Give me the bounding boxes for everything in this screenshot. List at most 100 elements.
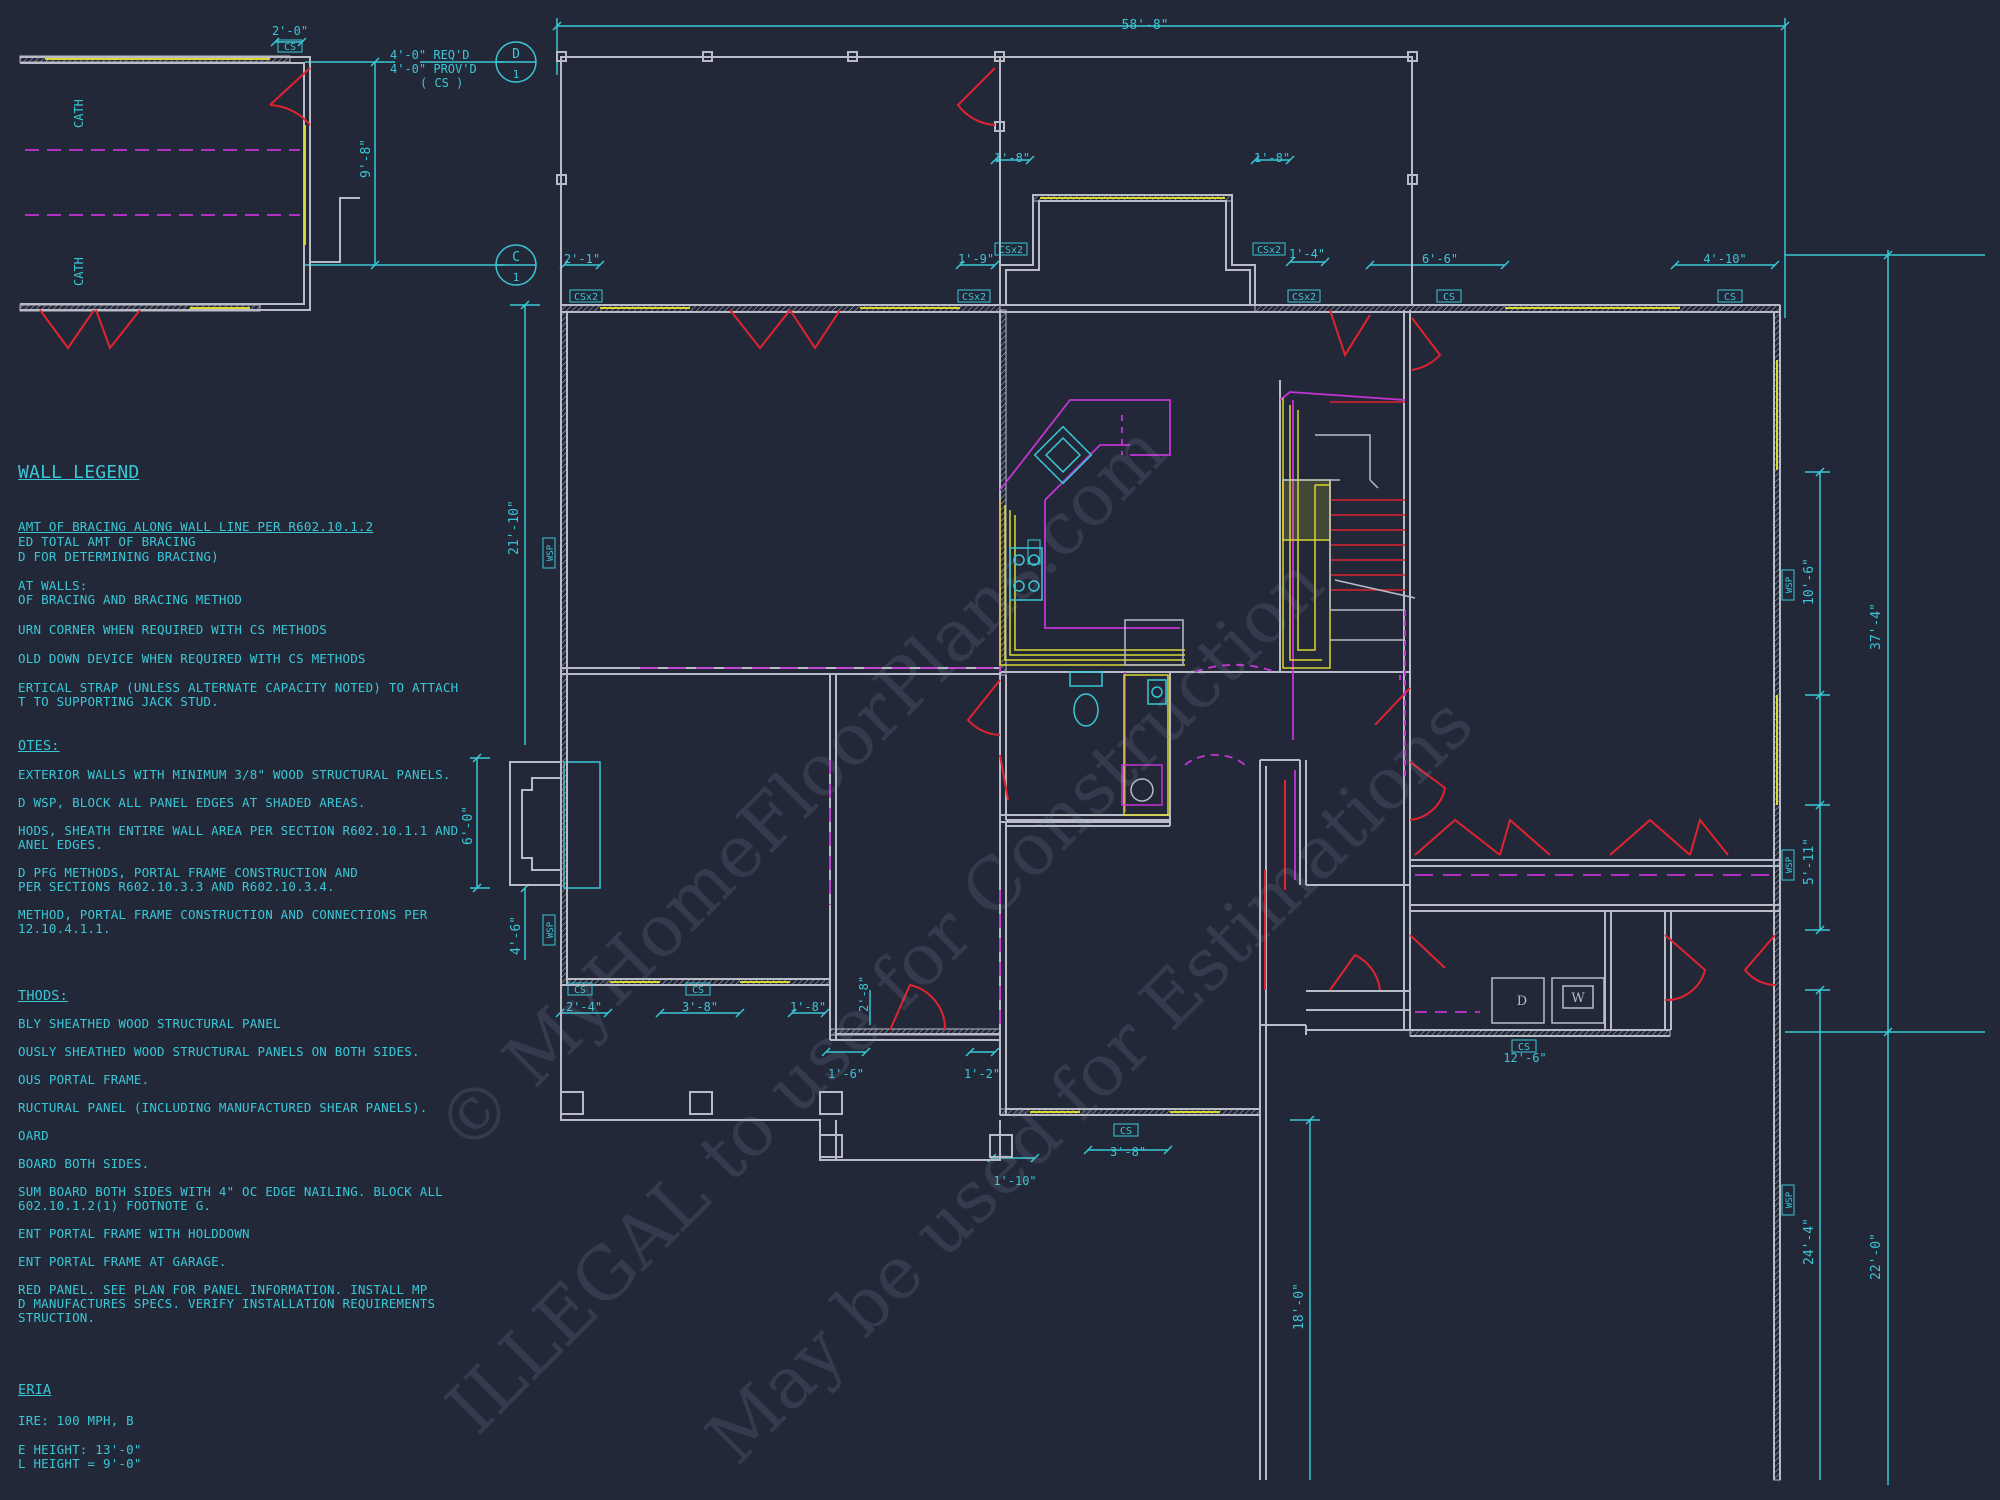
- note-4: ANEL EDGES.: [18, 837, 103, 852]
- method-6: BOARD BOTH SIDES.: [18, 1156, 150, 1171]
- section-c-letter: C: [512, 250, 520, 265]
- criteria-1: IRE: 100 MPH, B: [18, 1413, 134, 1428]
- dim-6-6: 6'-6": [1422, 252, 1458, 266]
- dim-4-10: 4'-10": [1703, 252, 1746, 266]
- dim-24-4: 24'-4": [1802, 1218, 1817, 1265]
- legend-line-7: OLD DOWN DEVICE WHEN REQUIRED WITH CS ME…: [18, 651, 366, 666]
- dim-1-6: 1'-6": [828, 1067, 864, 1081]
- dim-9-8: 9'-8": [359, 139, 374, 178]
- method-1: BLY SHEATHED WOOD STRUCTURAL PANEL: [18, 1016, 281, 1031]
- method-3: OUS PORTAL FRAME.: [18, 1072, 150, 1087]
- method-5: OARD: [18, 1128, 49, 1143]
- doors: [39, 67, 1776, 1031]
- method-4: RUCTURAL PANEL (INCLUDING MANUFACTURED S…: [18, 1100, 428, 1115]
- method-2: OUSLY SHEATHED WOOD STRUCTURAL PANELS ON…: [18, 1044, 420, 1059]
- left-partial-room: [20, 56, 360, 311]
- section-d-letter: D: [512, 47, 520, 62]
- dim-1-9: 1'-9": [958, 252, 994, 266]
- dim-2-0: 2'-0": [272, 24, 308, 38]
- method-10: ENT PORTAL FRAME AT GARAGE.: [18, 1254, 227, 1269]
- porch-posts: [556, 51, 1418, 1158]
- svg-text:CSx2: CSx2: [1292, 292, 1316, 303]
- note-8: 12.10.4.1.1.: [18, 921, 111, 936]
- legend-title: WALL LEGEND: [18, 462, 140, 483]
- legend-line-1: AMT OF BRACING ALONG WALL LINE PER R602.…: [18, 519, 374, 534]
- svg-text:CS: CS: [1724, 292, 1736, 303]
- dim-1-10: 1'-10": [993, 1174, 1036, 1188]
- svg-text:WSP: WSP: [1785, 856, 1795, 873]
- dim-5-11: 5'-11": [1802, 838, 1817, 885]
- dim-right-lower: 22'-0": [1869, 1233, 1884, 1280]
- method-12: D MANUFACTURES SPECS. VERIFY INSTALLATIO…: [18, 1296, 436, 1311]
- dim-4-6: 4'-6": [509, 916, 524, 955]
- overhead-lines: [25, 149, 1770, 1030]
- bracing-req: 4'-0" REQ'D: [390, 48, 469, 62]
- legend-line-3: D FOR DETERMINING BRACING): [18, 549, 219, 564]
- dim-18-0: 18'-0": [1292, 1283, 1307, 1330]
- dim-overall-width: 58'-8": [1122, 18, 1169, 33]
- svg-text:CS: CS: [692, 985, 704, 996]
- svg-text:CSx2: CSx2: [999, 245, 1023, 256]
- dryer-label: D: [1517, 994, 1527, 1009]
- legend-line-5: OF BRACING AND BRACING METHOD: [18, 592, 243, 607]
- method-13: STRUCTION.: [18, 1310, 96, 1325]
- legend-line-6: URN CORNER WHEN REQUIRED WITH CS METHODS: [18, 622, 328, 637]
- svg-text:CSx2: CSx2: [962, 292, 986, 303]
- dim-right-depth: 37'-4": [1869, 603, 1884, 650]
- dim-2-8: 2'-8": [857, 976, 871, 1012]
- dim-3-8b: 3'-8": [1110, 1145, 1146, 1159]
- note-7: METHOD, PORTAL FRAME CONSTRUCTION AND CO…: [18, 907, 428, 922]
- dimension-lines: [270, 18, 1985, 1485]
- dim-12-6: 12'-6": [1503, 1051, 1546, 1065]
- walls: [560, 56, 1781, 1480]
- svg-text:WSP: WSP: [546, 921, 556, 938]
- dim-1-2: 1'-2": [964, 1067, 1000, 1081]
- bracing-tags: CS CSx2 CSx2 CSx2 CSx2 CSx2 CS CS CS CS …: [277, 39, 1795, 1216]
- svg-text:CS: CS: [284, 42, 296, 53]
- method-7: SUM BOARD BOTH SIDES WITH 4" OC EDGE NAI…: [18, 1184, 443, 1199]
- legend-line-4: AT WALLS:: [18, 578, 88, 593]
- fireplace: [509, 761, 561, 886]
- criteria-2: E HEIGHT: 13'-0": [18, 1442, 142, 1457]
- cathedral-label-bottom: CATH: [72, 257, 86, 286]
- method-9: ENT PORTAL FRAME WITH HOLDDOWN: [18, 1226, 250, 1241]
- note-6: PER SECTIONS R602.10.3.3 AND R602.10.3.4…: [18, 879, 335, 894]
- bracing-prov: 4'-0" PROV'D: [390, 62, 477, 76]
- dim-2-1: 2'-1": [564, 252, 600, 266]
- dim-10-6: 10'-6": [1802, 558, 1817, 605]
- method-11: RED PANEL. SEE PLAN FOR PANEL INFORMATIO…: [18, 1282, 428, 1297]
- svg-text:CS: CS: [1518, 1042, 1530, 1053]
- svg-text:CS: CS: [574, 985, 586, 996]
- bracing-method: ( CS ): [420, 76, 463, 90]
- section-c-num: 1: [513, 271, 520, 284]
- legend-line-2: ED TOTAL AMT OF BRACING: [18, 534, 196, 549]
- dim-3-8a: 3'-8": [682, 1000, 718, 1014]
- dim-2-4: 2'-4": [566, 1000, 602, 1014]
- note-2: D WSP, BLOCK ALL PANEL EDGES AT SHADED A…: [18, 795, 366, 810]
- kitchen-counter: [999, 425, 1185, 666]
- criteria-title: ERIA: [18, 1382, 52, 1398]
- svg-text:WSP: WSP: [1785, 576, 1795, 593]
- svg-text:WSP: WSP: [546, 544, 556, 561]
- note-5: D PFG METHODS, PORTAL FRAME CONSTRUCTION…: [18, 865, 358, 880]
- dim-6-0: 6'-0": [461, 806, 476, 845]
- section-d-num: 1: [513, 68, 520, 81]
- dim-21-10: 21'-10": [507, 500, 522, 555]
- svg-text:CS: CS: [1443, 292, 1455, 303]
- bath-fixtures: [1069, 671, 1605, 1024]
- note-3: HODS, SHEATH ENTIRE WALL AREA PER SECTIO…: [18, 823, 459, 838]
- method-8: 602.10.1.2(1) FOOTNOTE G.: [18, 1198, 212, 1213]
- svg-text:CS: CS: [1120, 1126, 1132, 1137]
- washer-label: W: [1571, 991, 1585, 1006]
- note-1: EXTERIOR WALLS WITH MINIMUM 3/8" WOOD ST…: [18, 767, 451, 782]
- legend-line-9: T TO SUPPORTING JACK STUD.: [18, 694, 219, 709]
- cathedral-label-top: CATH: [72, 99, 86, 128]
- dim-1-8a: 1'-8": [994, 151, 1030, 165]
- dim-1-8b: 1'-8": [1254, 151, 1290, 165]
- dim-1-4: 1'-4": [1289, 247, 1325, 261]
- notes-title: OTES:: [18, 738, 60, 754]
- svg-text:WSP: WSP: [1785, 1191, 1795, 1208]
- stair: [1282, 398, 1416, 669]
- criteria-3: L HEIGHT = 9'-0": [18, 1456, 142, 1471]
